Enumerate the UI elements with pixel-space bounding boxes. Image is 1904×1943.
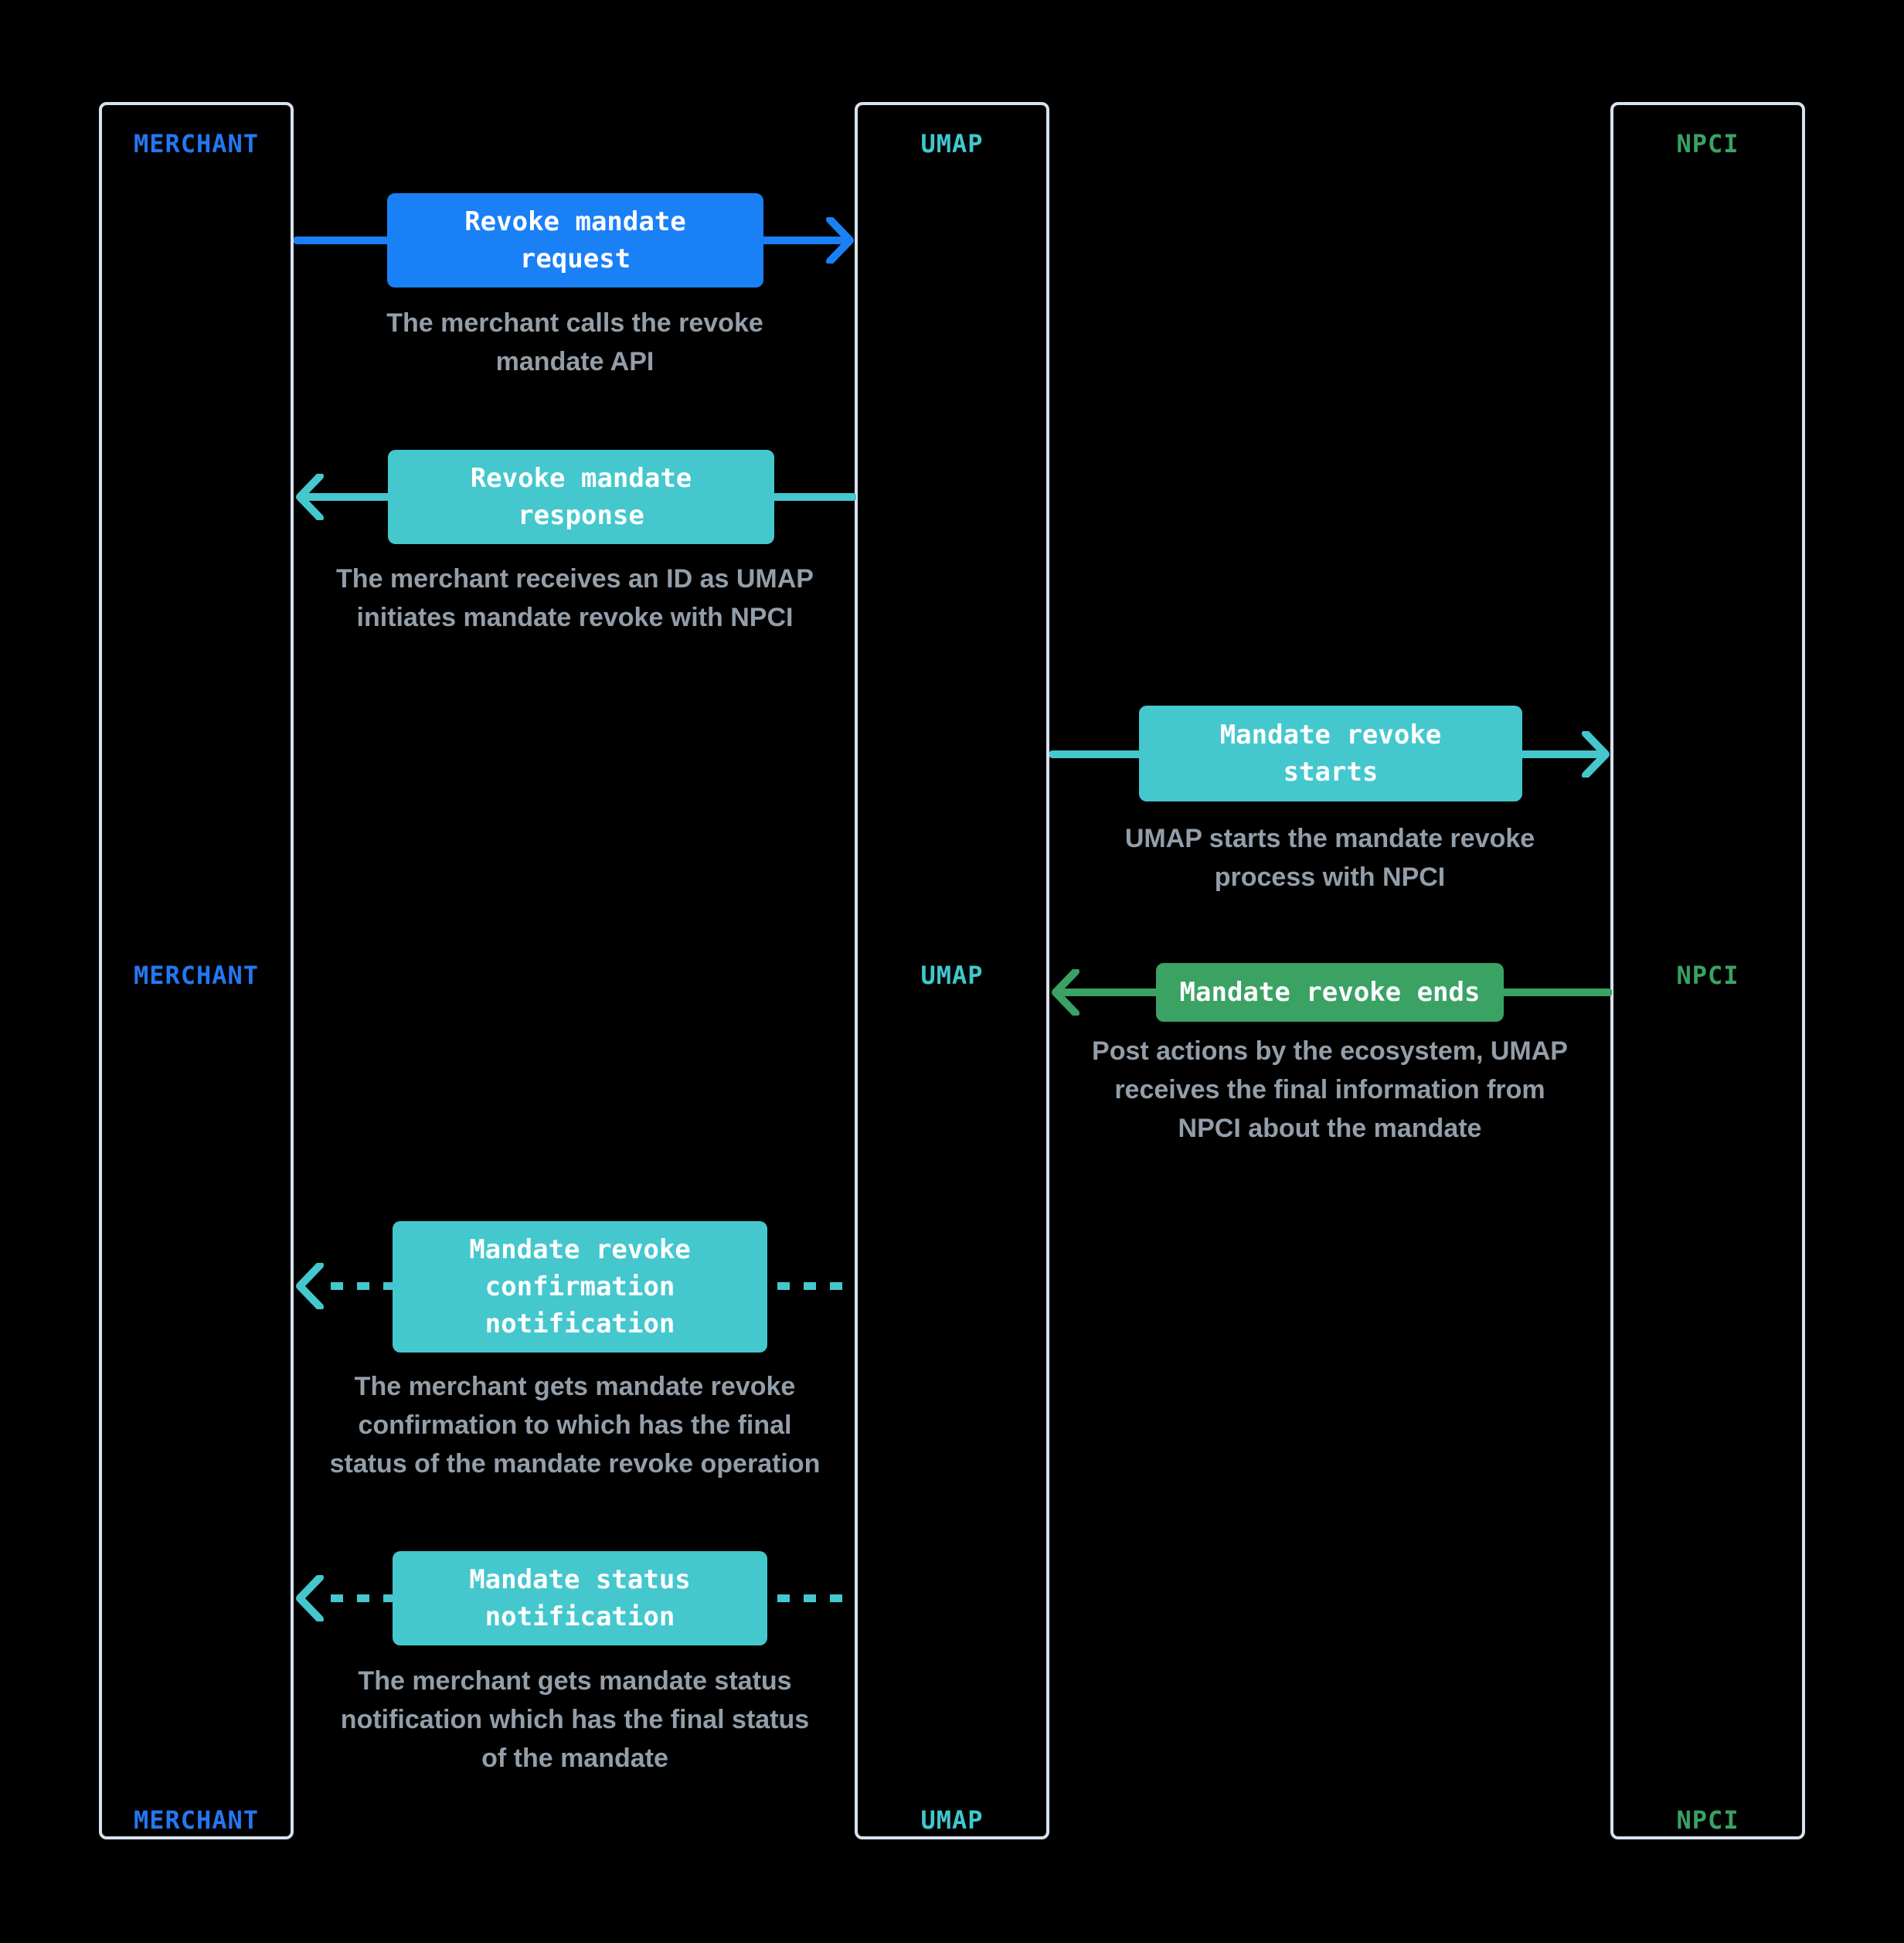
lane-npci: NPCI NPCI NPCI: [1610, 102, 1805, 1839]
arrowhead-left-icon: [1052, 969, 1080, 1016]
lane-label-npci-bottom: NPCI: [1676, 1805, 1739, 1835]
lane-label-merchant-middle: MERCHANT: [133, 961, 260, 990]
caption-revoke-mandate-request: The merchant calls the revoke mandate AP…: [386, 308, 763, 376]
lane-umap: UMAP UMAP UMAP: [855, 102, 1049, 1839]
lane-label-umap-middle: UMAP: [920, 961, 984, 990]
message-box-mandate-revoke-starts: Mandate revoke starts: [1139, 706, 1522, 801]
arrowhead-right-icon: [826, 217, 854, 264]
arrowhead-right-icon: [1582, 731, 1610, 778]
message-box-mandate-status-notification: Mandate status notification: [393, 1551, 767, 1645]
lane-merchant: MERCHANT MERCHANT MERCHANT: [99, 102, 294, 1839]
arrowhead-left-icon: [296, 1575, 324, 1621]
lane-label-npci-middle: NPCI: [1676, 961, 1739, 990]
message-box-mandate-revoke-confirmation-notification: Mandate revoke confirmation notification: [393, 1221, 767, 1353]
message-box-mandate-revoke-ends: Mandate revoke ends: [1156, 963, 1504, 1022]
lane-label-umap-bottom: UMAP: [920, 1805, 984, 1835]
message-box-revoke-mandate-response: Revoke mandate response: [388, 450, 774, 544]
lane-label-umap-top: UMAP: [920, 129, 984, 158]
caption-mandate-revoke-ends: Post actions by the ecosystem, UMAP rece…: [1092, 1036, 1568, 1143]
arrowhead-left-icon: [296, 1263, 324, 1309]
arrowhead-left-icon: [296, 474, 324, 520]
caption-mandate-revoke-confirmation-notification: The merchant gets mandate revoke confirm…: [329, 1372, 821, 1479]
lane-label-npci-top: NPCI: [1676, 129, 1739, 158]
lane-label-merchant-bottom: MERCHANT: [133, 1805, 260, 1835]
caption-mandate-revoke-starts: UMAP starts the mandate revoke process w…: [1124, 824, 1535, 892]
caption-revoke-mandate-response: The merchant receives an ID as UMAP init…: [336, 564, 814, 632]
message-box-revoke-mandate-request: Revoke mandate request: [387, 193, 763, 288]
caption-mandate-status-notification: The merchant gets mandate status notific…: [340, 1666, 810, 1773]
lane-label-merchant-top: MERCHANT: [133, 129, 260, 158]
